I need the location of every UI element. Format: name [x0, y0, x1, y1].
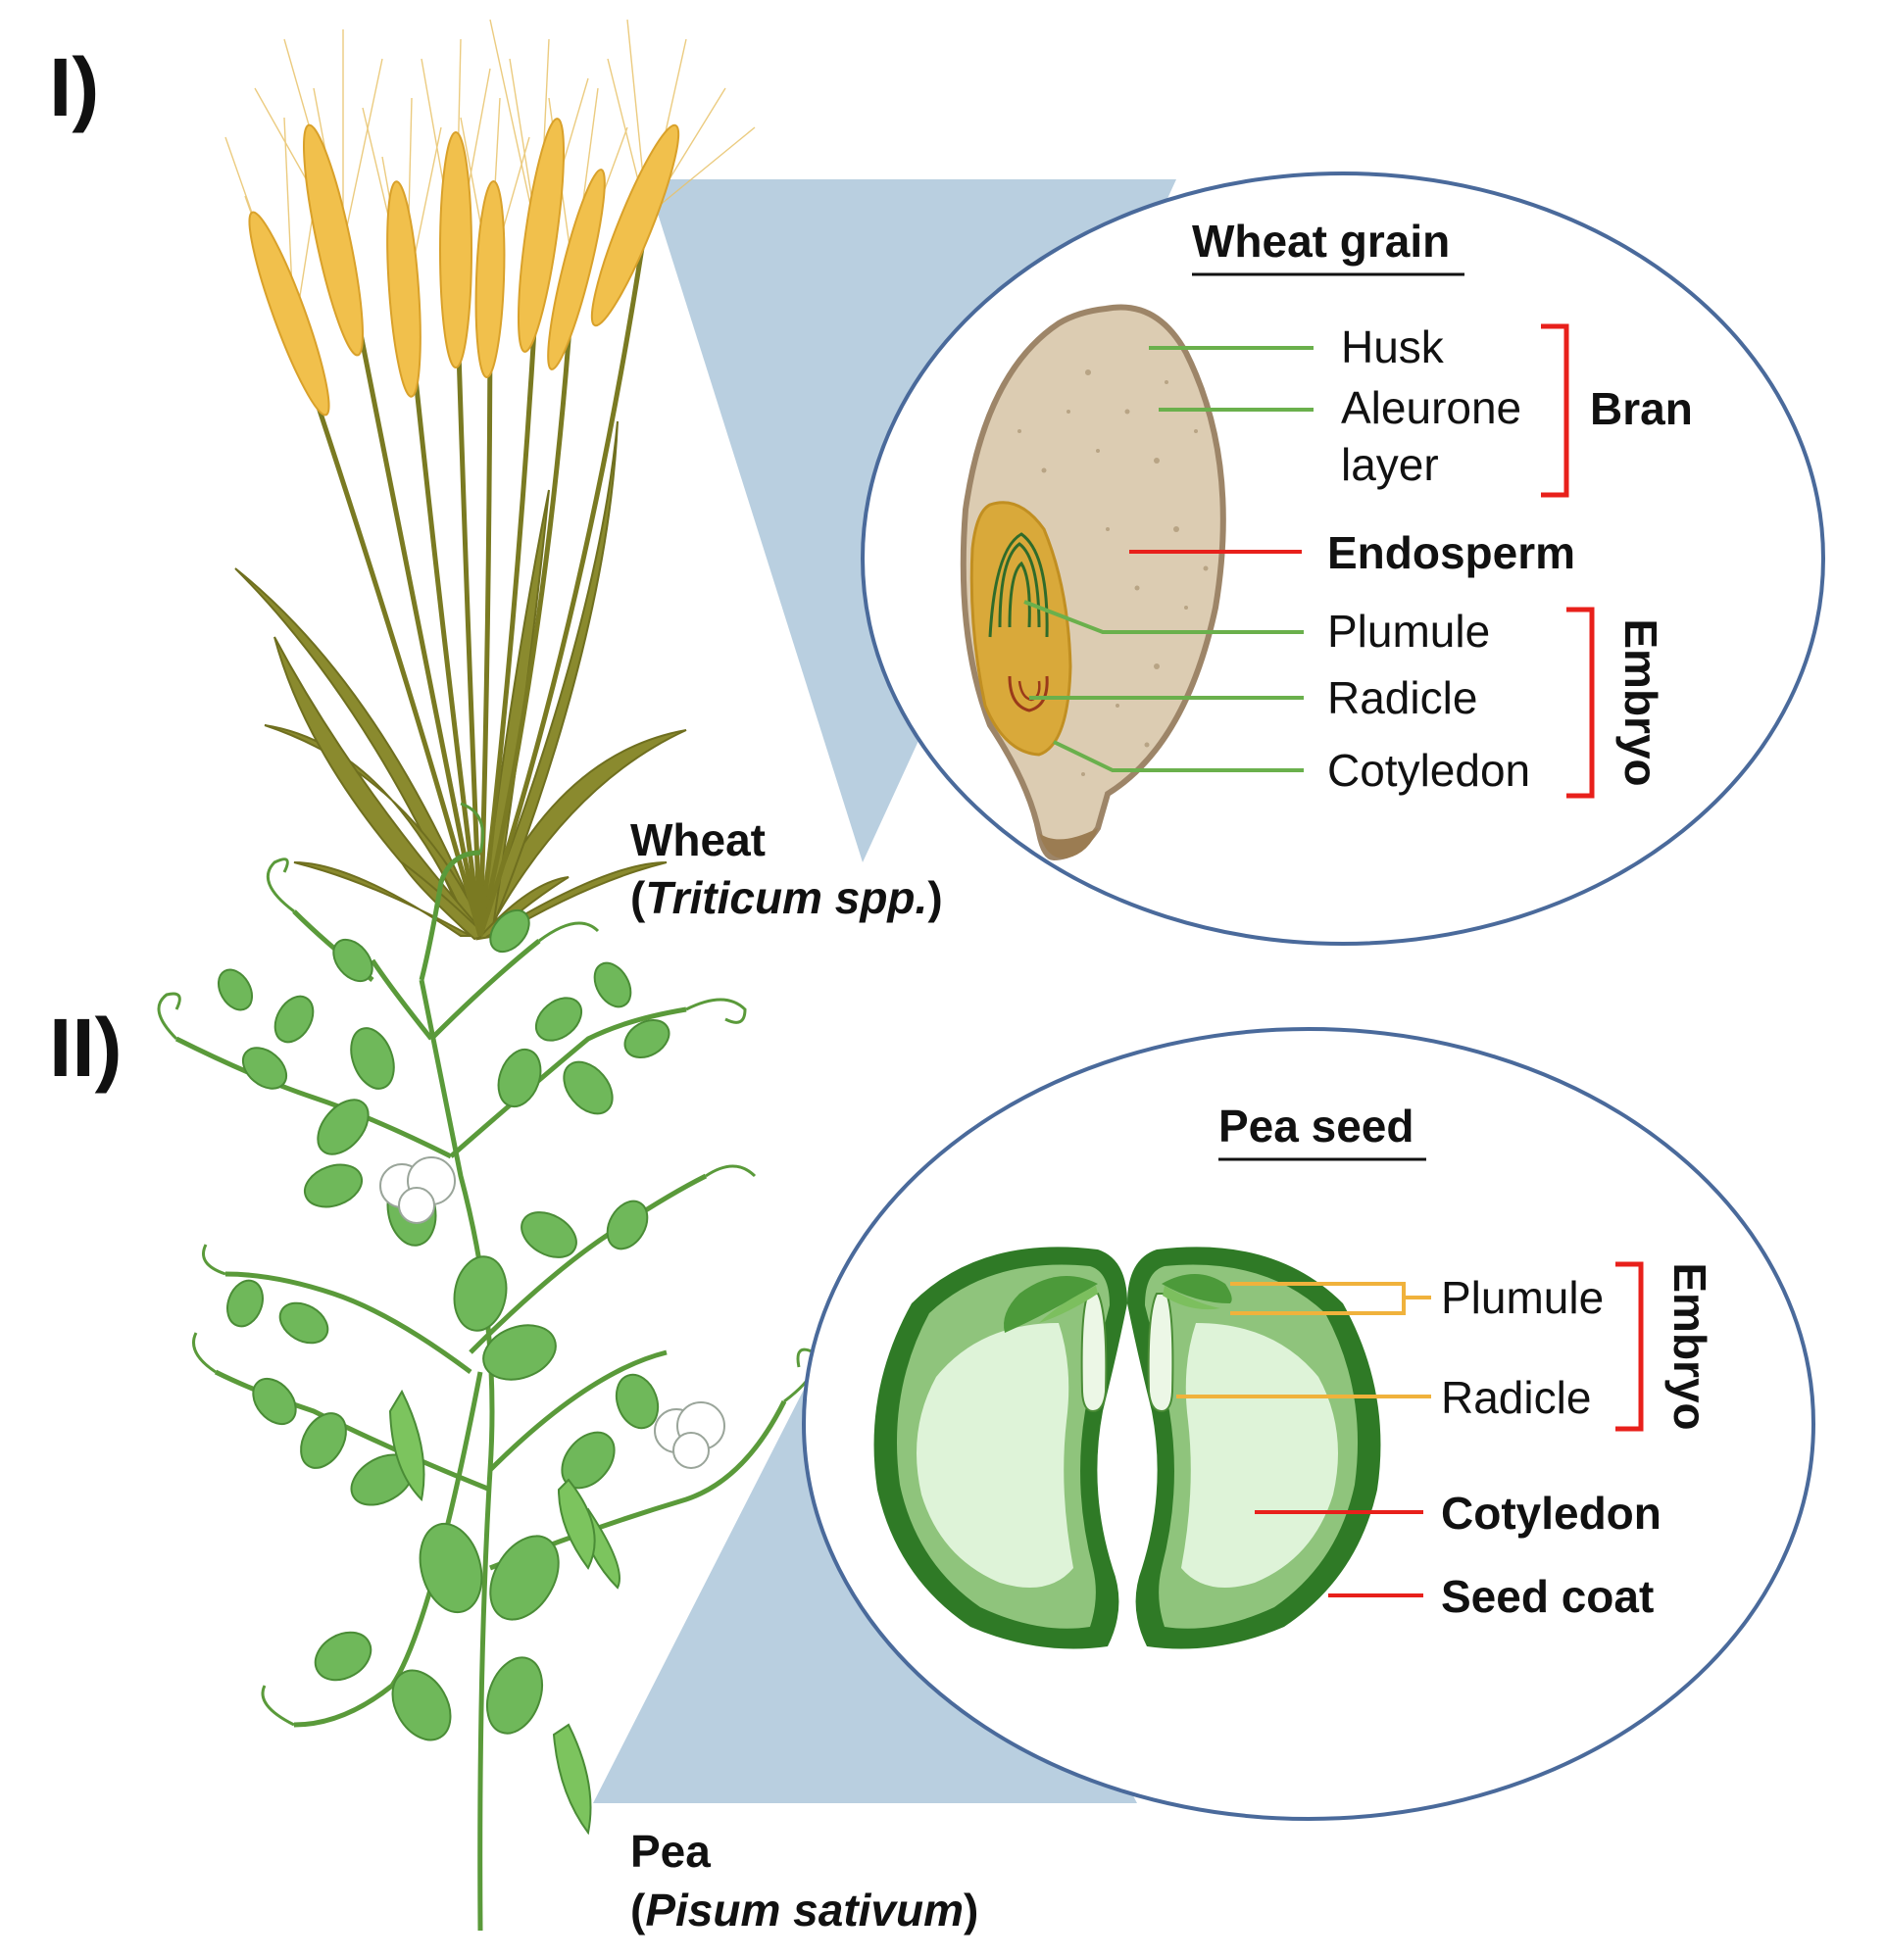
- label-plumule-pea: Plumule: [1441, 1272, 1604, 1323]
- label-plumule-wheat: Plumule: [1327, 606, 1490, 657]
- pea-common-name: Pea: [630, 1826, 711, 1877]
- label-husk: Husk: [1341, 321, 1445, 372]
- panel-1: I): [49, 19, 1825, 946]
- embryo-bracket-pea: [1615, 1261, 1644, 1432]
- label-aleurone-1: Aleurone: [1341, 382, 1521, 433]
- wheat-close-paren: ): [927, 872, 942, 923]
- wheat-common-name: Wheat: [630, 814, 766, 865]
- pea-seed-illustration: [873, 1247, 1381, 1649]
- wheat-scientific-name: Triticum spp.: [645, 872, 927, 923]
- bran-bracket: [1541, 323, 1569, 498]
- wheat-grain-title: Wheat grain: [1192, 216, 1450, 267]
- panel-2: II): [49, 802, 1815, 1936]
- wheat-green-leaders: [1023, 346, 1314, 772]
- label-cotyledon-pea: Cotyledon: [1441, 1488, 1662, 1539]
- pea-plant-illustration: [157, 802, 818, 1932]
- pea-scientific-name: Pisum sativum: [645, 1885, 964, 1936]
- wheat-grain-illustration: [960, 304, 1226, 861]
- panel-1-marker: I): [49, 41, 99, 133]
- wheat-scientific-line: (Triticum spp.): [630, 872, 943, 923]
- pea-seed-title: Pea seed: [1218, 1101, 1414, 1152]
- label-endosperm: Endosperm: [1327, 527, 1575, 578]
- wheat-open-paren: (: [630, 872, 646, 923]
- pea-orange-leaders: [1176, 1282, 1431, 1398]
- label-radicle-pea: Radicle: [1441, 1372, 1591, 1423]
- pea-scientific-line: (Pisum sativum): [630, 1885, 978, 1936]
- embryo-bracket-wheat: [1566, 607, 1595, 799]
- label-aleurone-2: layer: [1341, 439, 1439, 490]
- group-embryo-wheat: Embryo: [1615, 618, 1666, 786]
- group-bran: Bran: [1590, 383, 1693, 434]
- pea-close-paren: ): [964, 1885, 978, 1936]
- pea-open-paren: (: [630, 1885, 646, 1936]
- label-cotyledon-wheat: Cotyledon: [1327, 745, 1530, 796]
- group-embryo-pea: Embryo: [1664, 1262, 1715, 1430]
- label-radicle-wheat: Radicle: [1327, 672, 1477, 723]
- label-seed-coat: Seed coat: [1441, 1571, 1654, 1622]
- wheat-plant-illustration: [224, 19, 756, 941]
- panel-2-marker: II): [49, 1002, 123, 1094]
